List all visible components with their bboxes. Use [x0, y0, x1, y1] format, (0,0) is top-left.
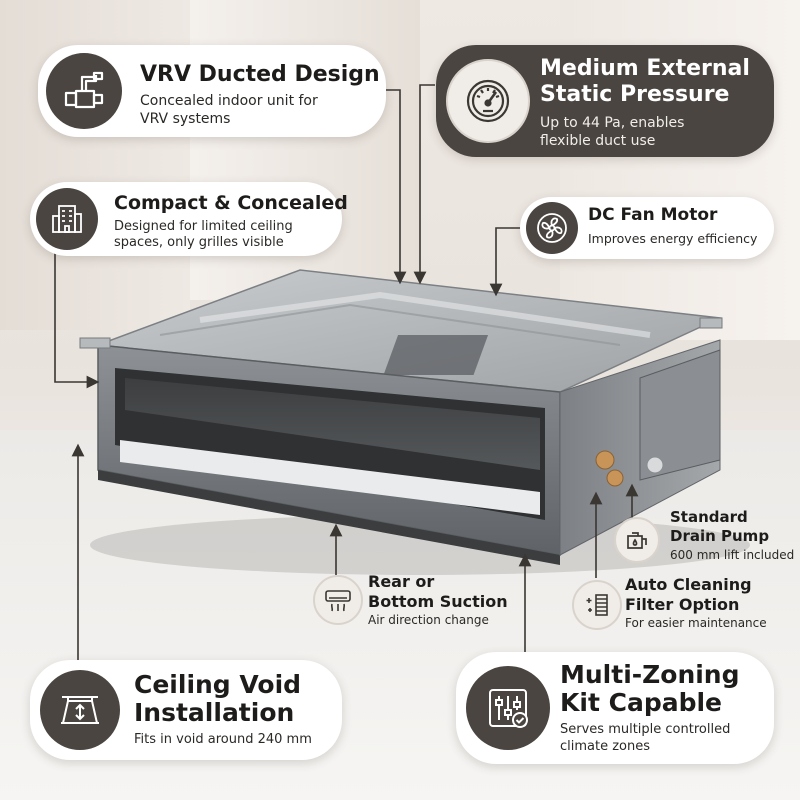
drain-pump-icon — [614, 517, 660, 563]
ceiling-void-desc: Fits in void around 240 mm — [134, 732, 312, 747]
pipe-fitting-icon — [46, 53, 122, 129]
multi-zoning-desc-2: climate zones — [560, 739, 651, 754]
auto-cleaning-desc: For easier maintenance — [625, 616, 767, 630]
vrv-ducted-desc-2: VRV systems — [140, 111, 231, 127]
rear-suction-desc: Air direction change — [368, 613, 489, 627]
fan-icon — [526, 202, 578, 254]
drain-pump-title-2: Drain Pump — [670, 527, 770, 545]
compact-concealed-desc-1: Designed for limited ceiling — [114, 219, 293, 234]
auto-cleaning-title-1: Auto Cleaning — [625, 575, 752, 594]
static-pressure-desc-2: flexible duct use — [540, 133, 656, 149]
compact-concealed-desc-2: spaces, only grilles visible — [114, 235, 284, 250]
ceiling-void-title-2: Installation — [134, 698, 295, 727]
unit-coil — [125, 378, 540, 470]
static-pressure-card: Medium External Static Pressure Up to 44… — [436, 45, 774, 157]
vrv-ducted-desc-1: Concealed indoor unit for — [140, 93, 318, 109]
auto-cleaning-title-2: Filter Option — [625, 595, 740, 614]
static-pressure-title-1: Medium External — [540, 56, 750, 81]
control-sliders-icon — [466, 666, 550, 750]
dc-fan-motor-desc: Improves energy efficiency — [588, 231, 758, 246]
drain-pump-desc: 600 mm lift included — [670, 548, 795, 562]
static-pressure-title-2: Static Pressure — [540, 82, 730, 107]
multi-zoning-desc-1: Serves multiple controlled — [560, 722, 731, 737]
compact-concealed-title: Compact & Concealed — [114, 192, 348, 214]
drain-pump-title-1: Standard — [670, 508, 748, 526]
vrv-ducted-title: VRV Ducted Design — [140, 62, 380, 87]
rear-suction-title-2: Bottom Suction — [368, 592, 508, 611]
building-icon — [36, 188, 98, 250]
compact-concealed-card: Compact & Concealed Designed for limited… — [30, 182, 348, 256]
pressure-gauge-icon — [446, 59, 530, 143]
ceiling-void-icon — [40, 670, 120, 750]
filter-sparkle-icon — [572, 580, 622, 630]
multi-zoning-title-1: Multi-Zoning — [560, 660, 740, 689]
vrv-ducted-design-card: VRV Ducted Design Concealed indoor unit … — [38, 45, 386, 137]
ceiling-void-title-1: Ceiling Void — [134, 670, 302, 699]
air-vent-icon — [313, 575, 363, 625]
dc-fan-motor-title: DC Fan Motor — [588, 205, 718, 225]
unit-filter-slot — [120, 440, 540, 515]
multi-zoning-title-2: Kit Capable — [560, 688, 722, 717]
dc-fan-motor-card: DC Fan Motor Improves energy efficiency — [520, 197, 774, 259]
rear-suction-title-1: Rear or — [368, 572, 435, 591]
ceiling-void-card: Ceiling Void Installation Fits in void a… — [30, 660, 342, 760]
multi-zoning-card: Multi-Zoning Kit Capable Serves multiple… — [456, 652, 774, 764]
static-pressure-desc-1: Up to 44 Pa, enables — [540, 115, 685, 131]
